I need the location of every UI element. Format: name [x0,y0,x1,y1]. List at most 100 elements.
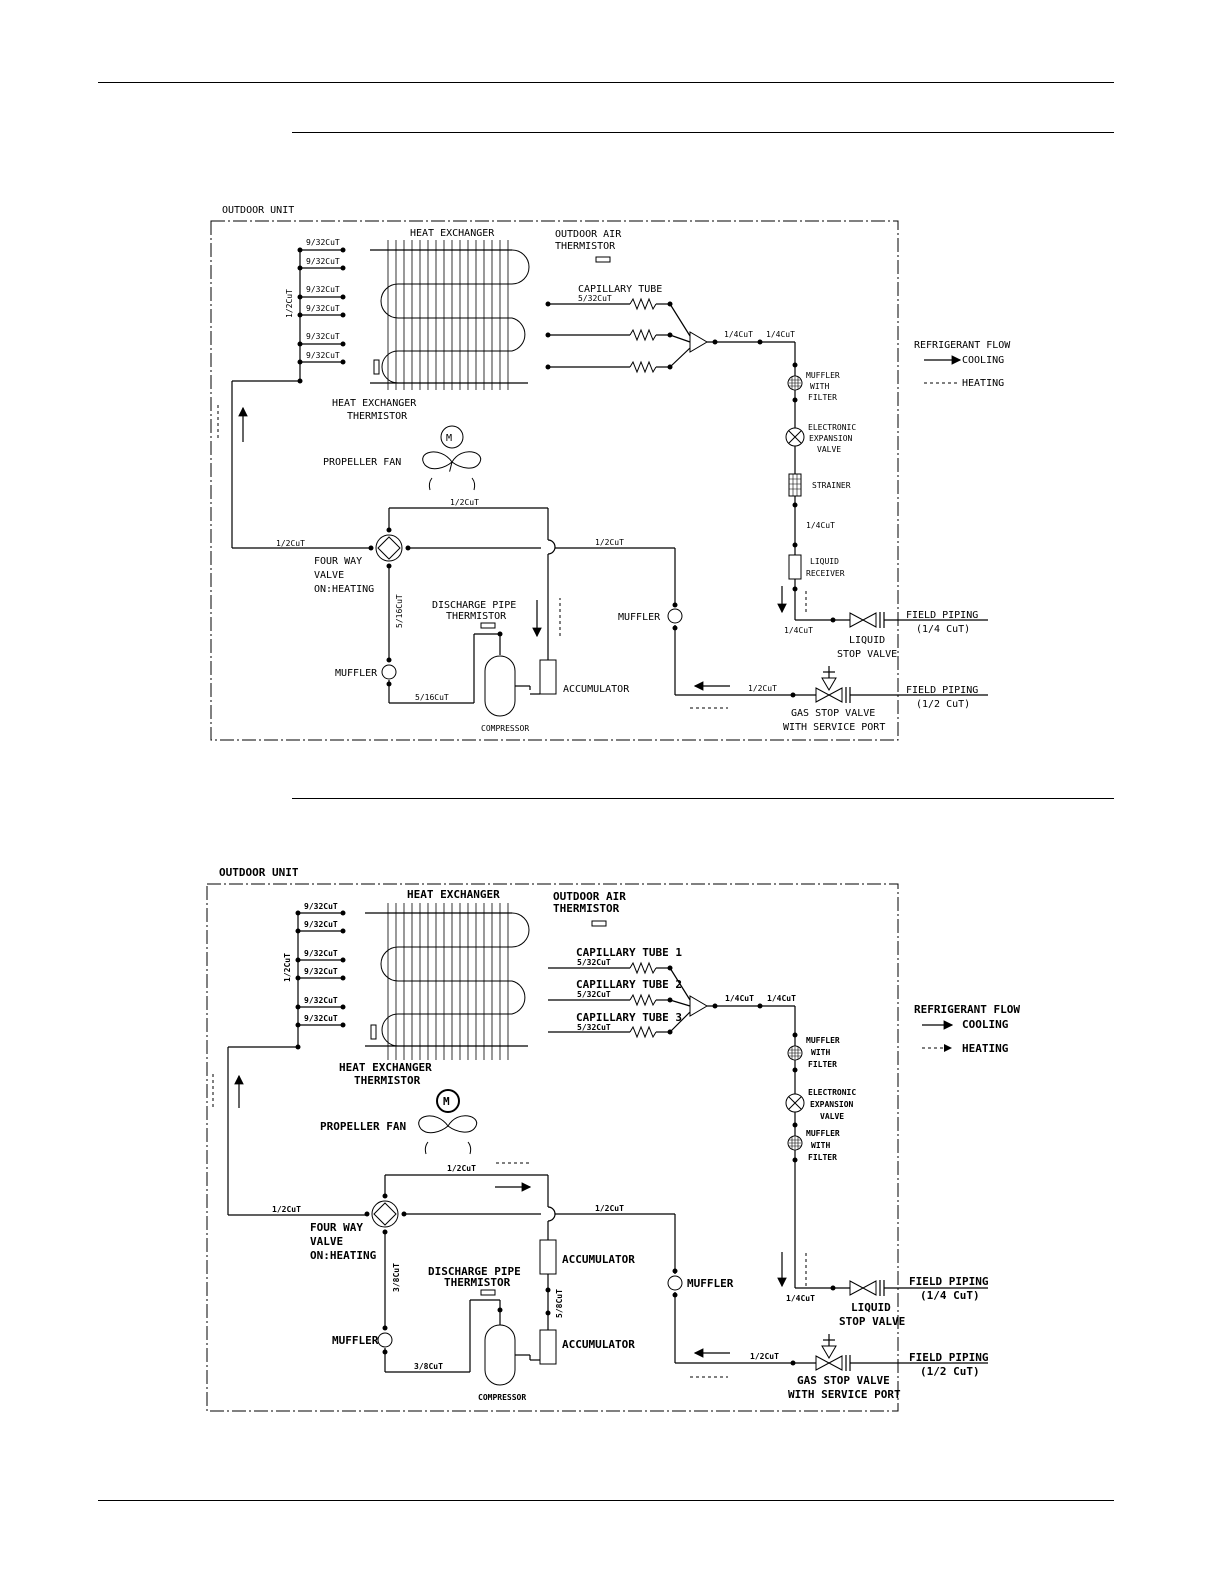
hx-size-label: 9/32CuT [304,996,338,1005]
hx-size-label: 9/32CuT [304,1014,338,1023]
hx-thermistor-icon [370,1024,377,1040]
header-size-label: 1/2CuT [285,289,294,318]
gas-stop-label: WITH SERVICE PORT [788,1388,901,1401]
discharge-label: THERMISTOR [446,611,507,622]
four-way-label: ON:HEATING [310,1249,377,1262]
muffler-filter-label: WITH [810,382,829,391]
capillary-tubes: CAPILLARY TUBE 5/32CuT [545,284,708,374]
four-way-label: FOUR WAY [314,556,362,567]
gas-stop-label: GAS STOP VALVE [797,1374,890,1387]
motor-label: M [446,433,452,444]
page-header-rule [98,82,1114,83]
four-way-label: ON:HEATING [314,584,374,595]
hx-thermistor-label: HEAT EXCHANGER [339,1061,432,1074]
pipe-size-label: 5/8CuT [555,1289,564,1318]
hx-thermistor-icon [373,359,380,375]
liquid-line: 1/4CuT 1/4CuT MUFFLER WITH FILTER ELECTR… [707,994,989,1328]
muffler-icon [381,664,397,680]
eev-label: EXPANSION [810,1100,854,1109]
cap-size-label: 5/32CuT [577,990,611,999]
muffler-label: MUFFLER [618,612,661,623]
accumulator-label: ACCUMULATOR [562,1253,635,1266]
outdoor-unit-label: OUTDOOR UNIT [219,866,299,879]
muffler-filter-label: MUFFLER [806,1036,840,1045]
header-size-label: 1/2CuT [283,953,292,982]
outdoor-air-label: OUTDOOR AIR [555,229,622,240]
muffler-icon [377,1332,393,1348]
legend: REFRIGERANT FLOW COOLING HEATING [914,1003,1020,1055]
liquid-line: 1/4CuT 1/4CuT MUFFLER WITH FILTER ELECTR… [707,330,988,660]
page-footer-rule [98,1500,1114,1501]
liquid-size-label: 1/4CuT [786,1294,815,1303]
hx-size-label: 9/32CuT [306,332,340,341]
heat-exchanger-label: HEAT EXCHANGER [410,228,495,239]
field-piping-label: FIELD PIPING [906,610,978,621]
diagram-2: OUTDOOR UNIT HEAT EXCHANGER [206,866,1020,1412]
muffler-icon [667,1275,683,1291]
muffler-label: MUFFLER [335,668,378,679]
four-way-valve-icon [371,1200,399,1228]
main-piping: 1/2CuT FOUR WAY VALVE ON:HEATING 1/2CuT … [212,1046,989,1402]
accumulator-label: ACCUMULATOR [562,1338,635,1351]
muffler-filter-label: FILTER [808,393,837,402]
section-rule-1 [292,132,1114,133]
discharge-label: DISCHARGE PIPE [432,600,516,611]
pipe-size-label: 1/2CuT [595,1204,624,1213]
gas-size-label: 1/2CuT [748,684,777,693]
main-piping: 1/2CuT FOUR WAY VALVE ON:HEATING 1/2CuT … [217,380,988,733]
outdoor-air-label: THERMISTOR [553,902,620,915]
field-piping-label: FIELD PIPING [909,1351,989,1364]
heat-exchanger: HEAT EXCHANGER [365,888,530,1060]
liquid-size-label: 1/4CuT [725,994,754,1003]
muffler-label: MUFFLER [687,1277,734,1290]
liquid-size-label: 1/4CuT [784,626,813,635]
liquid-size-label: 1/4CuT [766,330,795,339]
hx-thermistor-label: HEAT EXCHANGER [332,398,417,409]
legend-title: REFRIGERANT FLOW [914,340,1011,351]
eev-label: ELECTRONIC [808,1088,856,1097]
liquid-receiver-label: RECEIVER [806,569,845,578]
outdoor-air-thermistor-icon [591,920,607,927]
muffler-filter-label: MUFFLER [806,1129,840,1138]
pipe-size-label: 1/2CuT [447,1164,476,1173]
muffler-filter-label: FILTER [808,1060,837,1069]
capillary-tube-label: CAPILLARY TUBE [578,284,662,295]
four-way-label: VALVE [314,570,344,581]
motor-icon [440,425,464,449]
field-piping-label: FIELD PIPING [909,1275,989,1288]
liquid-stop-label: LIQUID [851,1301,891,1314]
pipe-size-label: 3/8CuT [392,1263,401,1292]
pipe-size-label: 1/2CuT [276,539,305,548]
accumulator-label: ACCUMULATOR [563,684,630,695]
pipe-size-label: 3/8CuT [414,1362,443,1371]
outdoor-unit-boundary [206,883,899,1412]
field-piping-label: (1/2 CuT) [916,699,970,710]
capillary-tube-label: CAPILLARY TUBE 1 [576,946,682,959]
accumulator-icon [539,1239,557,1275]
distributor [689,331,708,353]
eev-label: EXPANSION [809,434,853,443]
gas-stop-label: WITH SERVICE PORT [783,722,885,733]
hx-size-label: 9/32CuT [304,902,338,911]
capillary-tube-label: CAPILLARY TUBE 3 [576,1011,682,1024]
capillary-tube-label: CAPILLARY TUBE 2 [576,978,682,991]
discharge-label: THERMISTOR [444,1276,511,1289]
liquid-stop-valve-icon [849,1280,877,1296]
propeller-fan: M PROPELLER FAN [320,1089,478,1155]
hx-thermistor-label: THERMISTOR [347,411,408,422]
legend-cooling: COOLING [962,355,1004,366]
eev-label: VALVE [820,1112,844,1121]
muffler-filter-label: WITH [811,1048,830,1057]
propeller-fan-label: PROPELLER FAN [323,457,401,468]
field-piping-label: FIELD PIPING [906,685,978,696]
hx-size-label: 9/32CuT [306,257,340,266]
gas-stop-valve-icon [815,687,843,703]
hx-size-label: 9/32CuT [304,967,338,976]
pipe-size-label: 5/16CuT [415,693,449,702]
field-piping-label: (1/4 CuT) [920,1289,980,1302]
four-way-label: FOUR WAY [310,1221,363,1234]
section-rule-2 [292,798,1114,799]
discharge-thermistor-icon [480,622,496,629]
discharge-thermistor-icon [480,1289,496,1296]
